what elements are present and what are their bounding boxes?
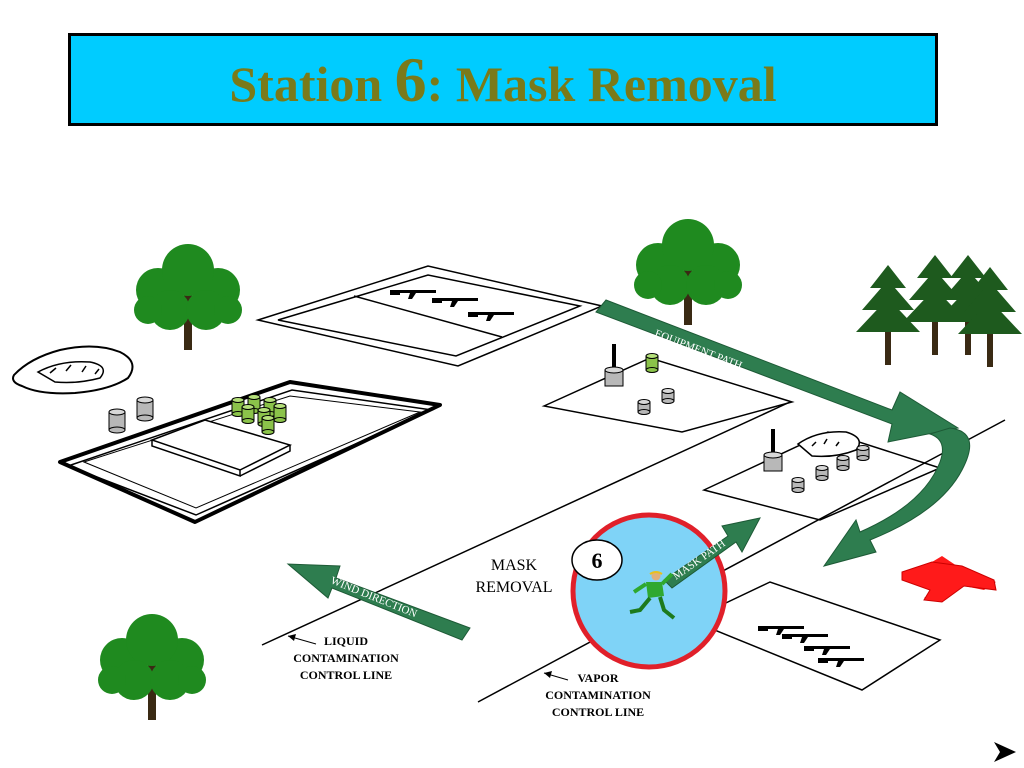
next-arrow-icon[interactable]	[994, 742, 1016, 762]
liquid-label-line1: LIQUID	[324, 634, 368, 648]
tree-icon	[632, 217, 744, 327]
drum-icon	[637, 399, 651, 415]
tree-icon	[132, 242, 244, 352]
page-title: Station 6: Mask Removal	[229, 43, 776, 117]
vapor-label-line1: VAPOR	[577, 671, 618, 685]
red-cross-icon	[901, 556, 997, 603]
drum-icon	[136, 396, 154, 422]
drum-icon	[108, 408, 126, 434]
detector-probe-icon	[763, 428, 783, 472]
drum-icon	[645, 353, 659, 373]
running-soldier-icon	[629, 571, 676, 620]
drum-icon	[791, 477, 805, 493]
title-suffix: : Mask Removal	[426, 55, 777, 112]
drum-icon	[856, 445, 870, 461]
vapor-label-line2: CONTAMINATION	[545, 688, 651, 702]
vehicle-pit-icon	[12, 345, 134, 395]
vapor-contamination-control-line	[477, 419, 1006, 703]
tree-icon	[96, 612, 208, 722]
liquid-label-line3: CONTROL LINE	[300, 668, 392, 682]
drum-icon	[836, 455, 850, 471]
weapons-area-top	[255, 265, 605, 367]
mask-removal-label-line2: REMOVAL	[475, 579, 552, 596]
title-banner: Station 6: Mask Removal	[68, 33, 938, 126]
wind-direction-label: WIND DIRECTION	[329, 575, 419, 621]
title-station-number: 6	[394, 43, 427, 115]
decon-area	[58, 380, 442, 524]
vapor-label-line3: CONTROL LINE	[552, 705, 644, 719]
detector-probe-icon	[604, 343, 624, 387]
mask-removal-label-line1: MASK	[491, 557, 538, 574]
liquid-label-line2: CONTAMINATION	[293, 651, 399, 665]
liquid-contamination-control-line	[261, 401, 791, 646]
wind-direction-arrow: WIND DIRECTION	[286, 563, 471, 641]
drum-icon	[661, 388, 675, 404]
vapor-control-line-label: VAPOR CONTAMINATION CONTROL LINE	[543, 671, 651, 719]
title-prefix: Station	[229, 55, 383, 112]
liquid-control-line-label: LIQUID CONTAMINATION CONTROL LINE	[287, 634, 399, 682]
station-number-label: 6	[592, 548, 603, 573]
drum-icon	[815, 465, 829, 481]
station-6-badge: 6	[571, 539, 623, 581]
